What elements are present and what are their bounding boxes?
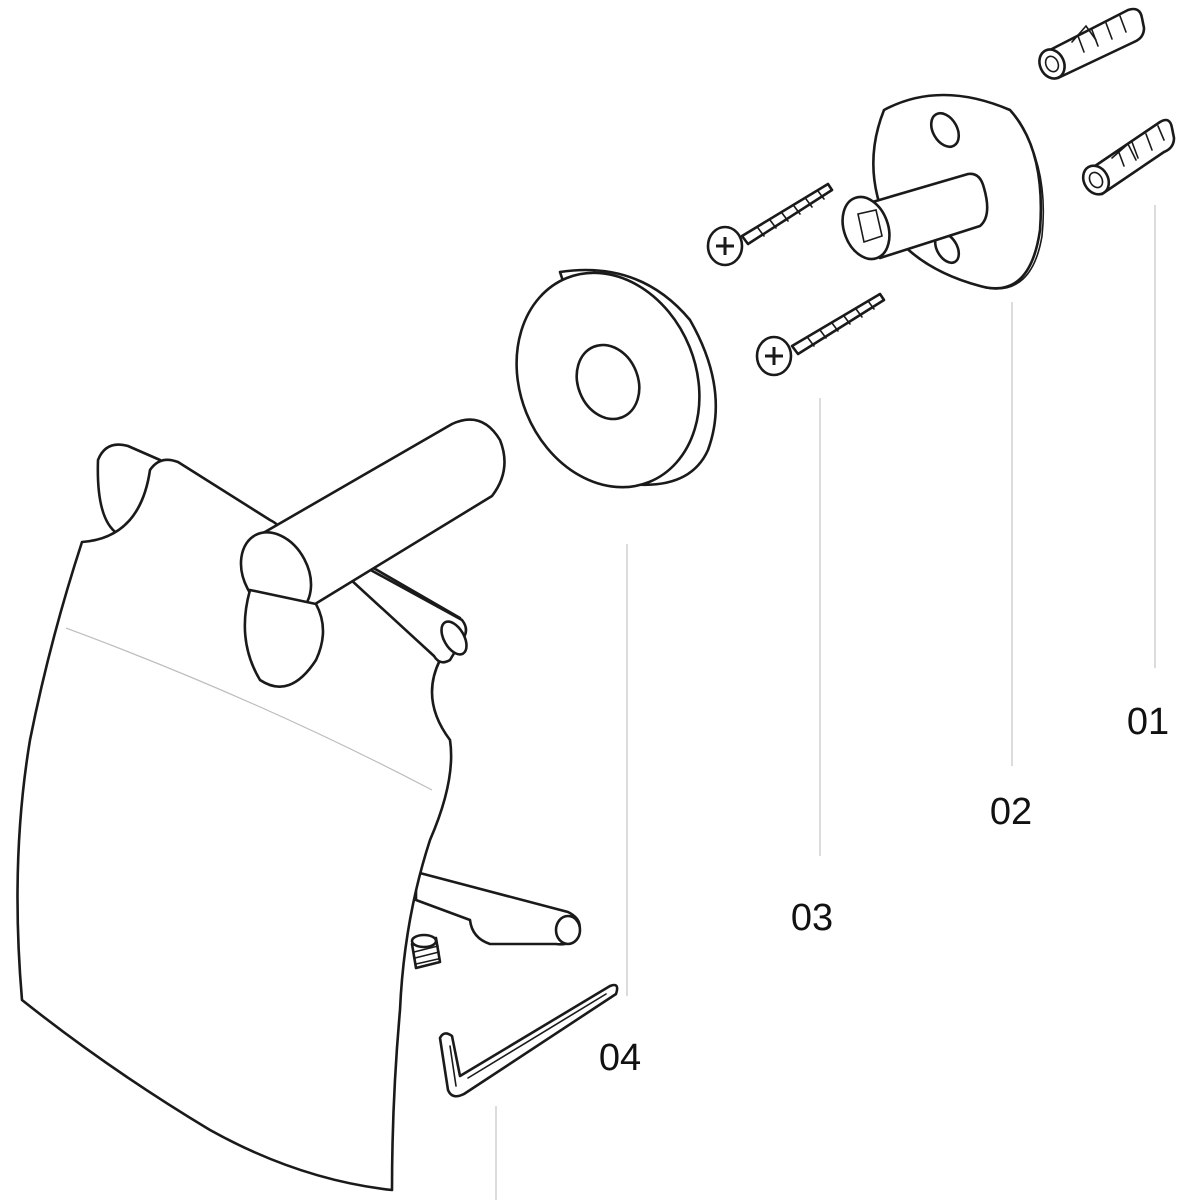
grub-screw xyxy=(410,933,442,970)
allen-key xyxy=(438,983,619,1098)
wall-bracket xyxy=(841,93,1045,290)
leader-lines xyxy=(495,205,1156,1200)
part-label-02: 02 xyxy=(990,791,1032,833)
screw-bottom xyxy=(755,292,886,377)
cover-rosette xyxy=(515,268,718,489)
wall-plug-top xyxy=(1038,7,1146,80)
part-label-01: 01 xyxy=(1127,701,1169,743)
screw-top xyxy=(706,182,834,267)
wall-plug-bottom xyxy=(1081,118,1176,196)
part-label-04: 04 xyxy=(599,1037,641,1079)
part-label-03: 03 xyxy=(791,897,833,939)
toilet-roll-holder xyxy=(16,418,582,1192)
